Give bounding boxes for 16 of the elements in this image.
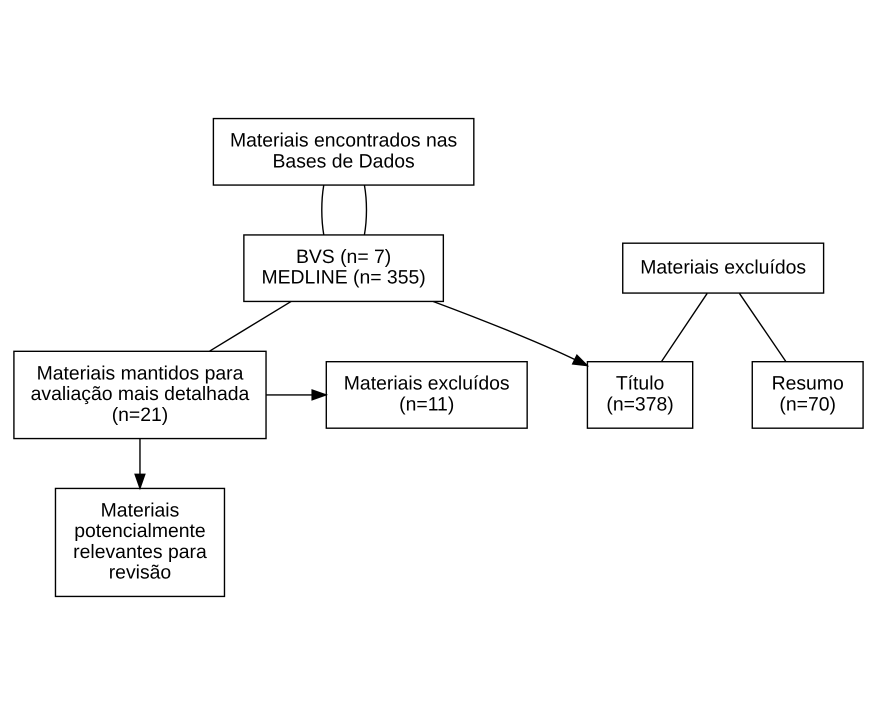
node-box: Materiais potencialmente relevantes para revisão [54, 487, 226, 597]
connector [364, 184, 368, 234]
node-box: Materiais mantidos para avaliação mais detalhada (n=21) [13, 350, 267, 439]
connector [209, 300, 292, 352]
node-box: Título (n=378) [586, 360, 694, 428]
arrow [266, 388, 328, 400]
connector [321, 184, 324, 234]
arrow [134, 438, 146, 490]
node-box: Materiais encontrados nas Bases de Dados [212, 117, 475, 186]
connector [738, 292, 786, 362]
connector [661, 292, 708, 362]
node-box: Materiais excluídos (n=11) [326, 360, 528, 428]
node-box: Materiais excluídos [622, 242, 824, 294]
arrow [432, 300, 590, 366]
node-box: Resumo (n=70) [752, 360, 864, 428]
node-box: BVS (n= 7) MEDLINE (n= 355) [243, 234, 444, 302]
